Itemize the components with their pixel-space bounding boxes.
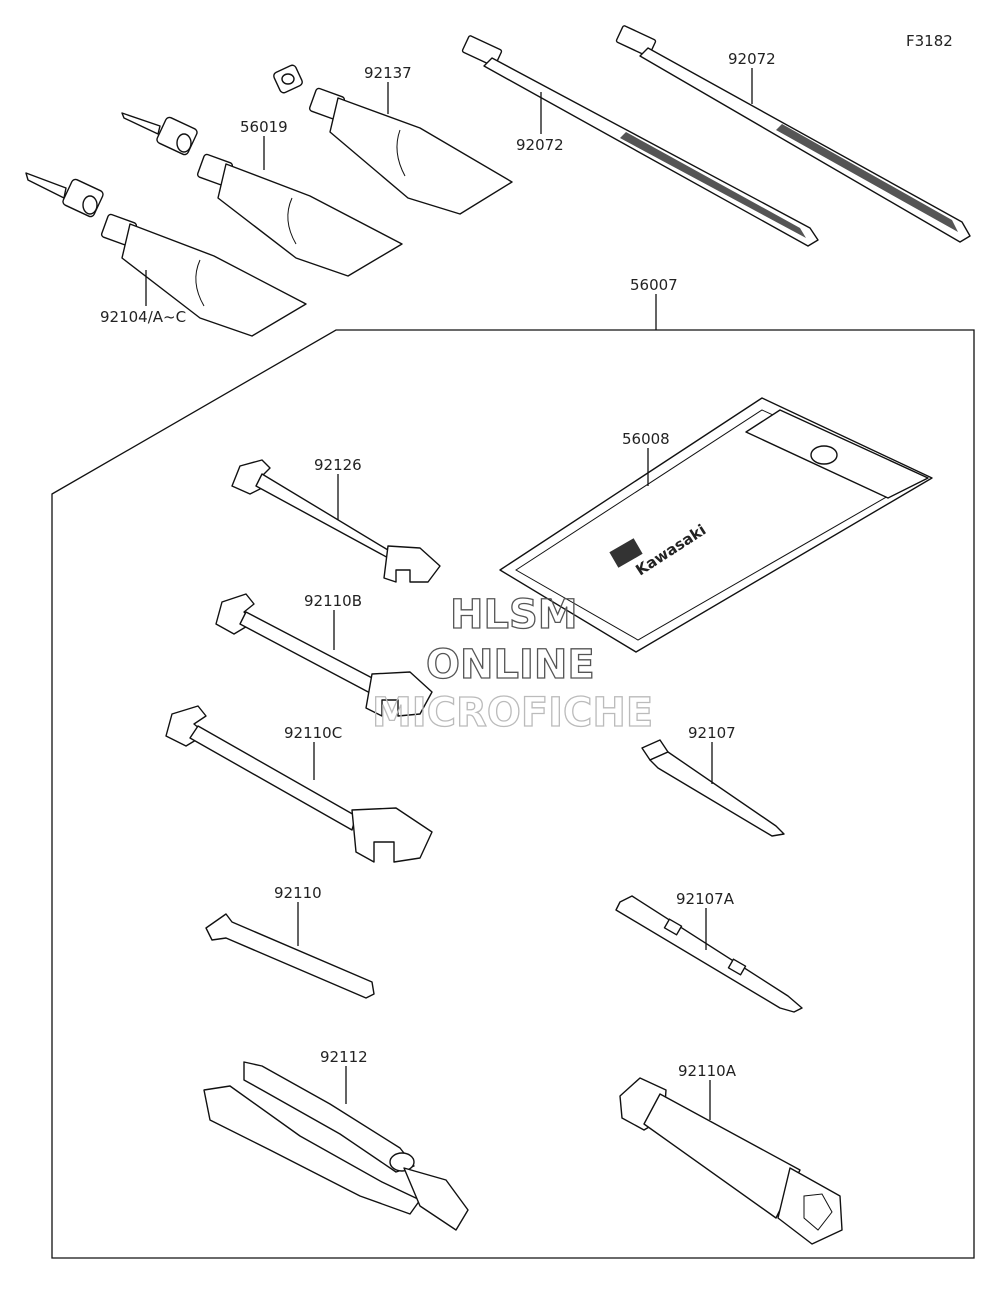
watermark-line3: MICROFICHE — [372, 690, 653, 736]
label-56007: 56007 — [630, 276, 678, 294]
grease-tube-92137 — [273, 64, 513, 215]
label-92107A: 92107A — [676, 890, 735, 908]
label-92112: 92112 — [320, 1048, 368, 1066]
grease-tube-56019 — [121, 112, 403, 277]
figure-id: F3182 — [906, 32, 953, 50]
label-92126: 92126 — [314, 456, 362, 474]
label-92110B: 92110B — [304, 592, 362, 610]
label-92104: 92104/A~C — [100, 308, 186, 326]
label-92107: 92107 — [688, 724, 736, 742]
screwdriver-92107A — [615, 895, 803, 1013]
label-92110: 92110 — [274, 884, 322, 902]
label-92072-right: 92072 — [728, 50, 776, 68]
label-56019: 56019 — [240, 118, 288, 136]
grease-tube-92104 — [25, 172, 307, 337]
pliers-92112 — [203, 1061, 469, 1231]
cable-tie-92072-right — [615, 25, 971, 243]
toolkit-boundary — [51, 329, 975, 1259]
label-92110C: 92110C — [284, 724, 342, 742]
wrench-92110B — [215, 593, 433, 717]
label-92072-left: 92072 — [516, 136, 564, 154]
label-92110A: 92110A — [678, 1062, 737, 1080]
cable-tie-92072-left — [461, 35, 819, 247]
tool-pouch-56008: Kawasaki — [499, 397, 933, 653]
wrench-92126 — [231, 459, 441, 583]
label-56008: 56008 — [622, 430, 670, 448]
screwdriver-92107 — [641, 739, 785, 837]
label-92137: 92137 — [364, 64, 412, 82]
hex-key-92110 — [205, 913, 375, 999]
watermark-line2: ONLINE — [426, 642, 595, 688]
plug-wrench-92110A — [619, 1077, 843, 1245]
watermark-line1: HLSM — [450, 592, 578, 638]
wrench-92110C — [165, 705, 433, 863]
